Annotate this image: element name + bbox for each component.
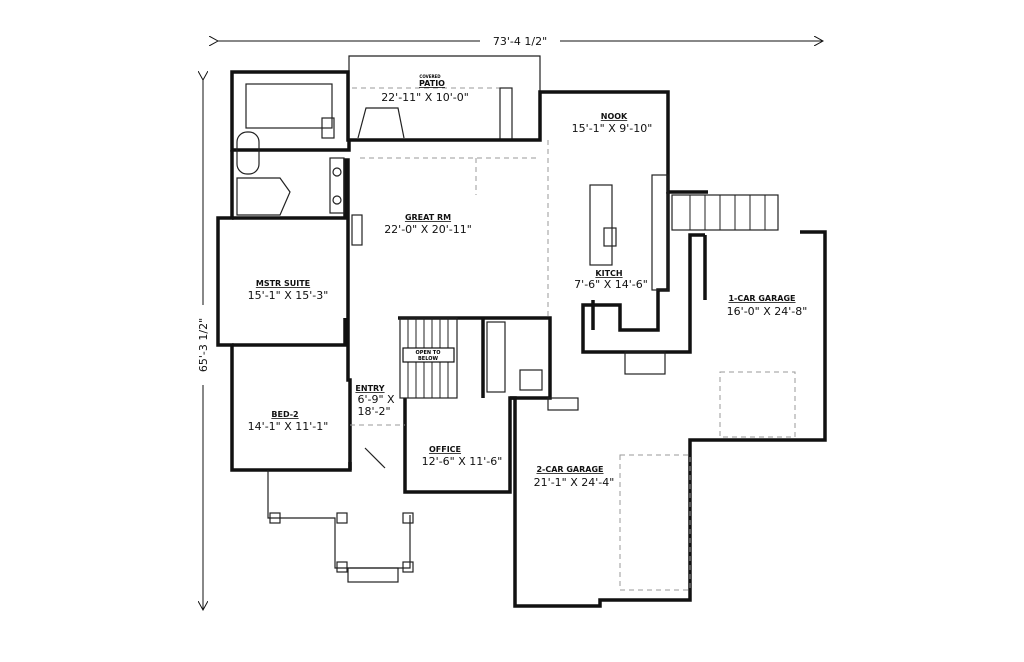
room-name: OFFICE — [429, 445, 461, 454]
room-size: 12'-6" X 11'-6" — [422, 455, 503, 468]
room-size: 21'-1" X 24'-4" — [534, 476, 615, 489]
open-to-below-label: BELOW — [418, 356, 438, 362]
room-size: 22'-0" X 20'-11" — [384, 223, 472, 236]
room-name: ENTRY — [355, 384, 384, 393]
room-size: 6'-9" X — [357, 393, 395, 406]
room-name: NOOK — [601, 112, 628, 121]
front-porch — [267, 447, 414, 583]
room-name: PATIO — [419, 79, 445, 88]
room-label-prefix: COVERED — [419, 74, 441, 79]
room-name: GREAT RM — [405, 213, 451, 222]
exterior-walls — [216, 70, 827, 608]
room-name: BED-2 — [271, 410, 298, 419]
room-great-rm: GREAT RM 22'-0" X 20'-11" — [384, 213, 472, 236]
room-bed-2: BED-2 14'-1" X 11'-1" — [248, 410, 329, 433]
depth-dimension: 65'-3 1/2" — [196, 80, 210, 610]
room-size: 14'-1" X 11'-1" — [248, 420, 329, 433]
depth-label: 65'-3 1/2" — [197, 318, 210, 372]
room-office: OFFICE 12'-6" X 11'-6" — [422, 445, 503, 468]
room-name: KITCH — [595, 269, 622, 278]
width-dimension: 73'-4 1/2" — [218, 33, 823, 48]
room-kitch: KITCH 7'-6" X 14'-6" — [574, 269, 648, 291]
room-size: 15'-1" X 9'-10" — [572, 122, 653, 135]
room-entry: ENTRY 6'-9" X 18'-2" — [355, 384, 395, 418]
room-patio: COVERED PATIO 22'-11" X 10'-0" — [381, 74, 469, 104]
room-1-car-garage: 1-CAR GARAGE 16'-0" X 24'-8" — [727, 294, 808, 318]
room-size: 16'-0" X 24'-8" — [727, 305, 808, 318]
open-to-below-label: OPEN TO — [416, 350, 441, 356]
room-size: 18'-2" — [357, 405, 390, 418]
room-name: MSTR SUITE — [256, 279, 310, 288]
room-name: 1-CAR GARAGE — [728, 294, 795, 303]
room-size: 15'-1" X 15'-3" — [248, 289, 329, 302]
width-label: 73'-4 1/2" — [493, 35, 547, 48]
room-size: 7'-6" X 14'-6" — [574, 278, 648, 291]
room-name: 2-CAR GARAGE — [536, 465, 603, 474]
open-to-below-box — [402, 347, 455, 363]
room-mstr-suite: MSTR SUITE 15'-1" X 15'-3" — [248, 279, 329, 302]
room-2-car-garage: 2-CAR GARAGE 21'-1" X 24'-4" — [534, 465, 615, 489]
room-size: 22'-11" X 10'-0" — [381, 91, 469, 104]
interior-details: OPEN TO BELOW — [236, 83, 796, 591]
room-nook: NOOK 15'-1" X 9'-10" — [572, 112, 653, 135]
